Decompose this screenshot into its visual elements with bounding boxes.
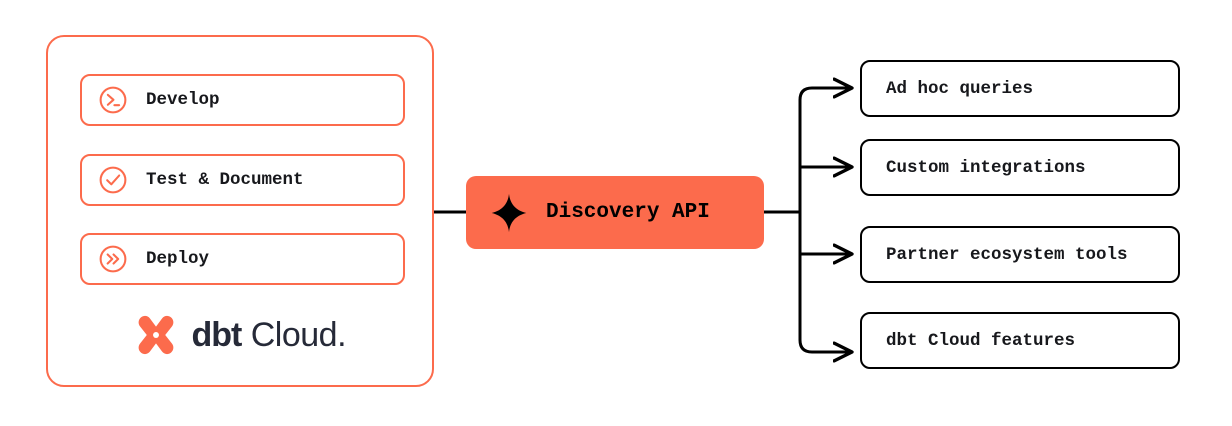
stage-label-test-and-document: Test & Document <box>146 170 304 190</box>
discovery-api-node[interactable]: Discovery API <box>466 176 764 249</box>
consumer-box-custom-integrations[interactable]: Custom integrations <box>860 139 1180 196</box>
consumer-label-partner-ecosystem-tools: Partner ecosystem tools <box>886 244 1128 265</box>
dbt-wordmark-light: Cloud <box>250 316 338 354</box>
link-to-dbt-cloud-features <box>798 339 852 352</box>
consumer-label-custom-integrations: Custom integrations <box>886 157 1086 178</box>
stage-label-deploy: Deploy <box>146 249 210 269</box>
dbt-x-mark-icon <box>139 315 174 355</box>
discovery-api-label: Discovery API <box>546 201 710 224</box>
double-chevron-right-icon <box>99 245 127 273</box>
consumer-label-ad-hoc-queries: Ad hoc queries <box>886 78 1034 99</box>
dbt-cloud-logo: dbt Cloud. <box>48 305 432 365</box>
link-to-ad-hoc-queries <box>798 88 852 101</box>
terminal-prompt-icon <box>99 86 127 114</box>
sparkle-star-icon <box>491 193 527 232</box>
consumer-label-dbt-cloud-features: dbt Cloud features <box>886 330 1076 351</box>
stage-card-develop[interactable]: Develop <box>80 74 405 126</box>
stage-label-develop: Develop <box>146 90 220 110</box>
dbt-cloud-panel: Develop Test & Document Deploy dbt <box>46 35 434 387</box>
consumer-box-ad-hoc-queries[interactable]: Ad hoc queries <box>860 60 1180 117</box>
dbt-wordmark-bold: dbt <box>191 316 242 354</box>
dbt-wordmark-dot: . <box>337 316 347 354</box>
consumer-box-partner-ecosystem-tools[interactable]: Partner ecosystem tools <box>860 226 1180 283</box>
check-circle-icon <box>99 166 127 194</box>
dbt-cloud-wordmark: dbt Cloud. <box>191 318 346 352</box>
consumer-box-dbt-cloud-features[interactable]: dbt Cloud features <box>860 312 1180 369</box>
stage-card-test-and-document[interactable]: Test & Document <box>80 154 405 206</box>
stage-card-deploy[interactable]: Deploy <box>80 233 405 285</box>
